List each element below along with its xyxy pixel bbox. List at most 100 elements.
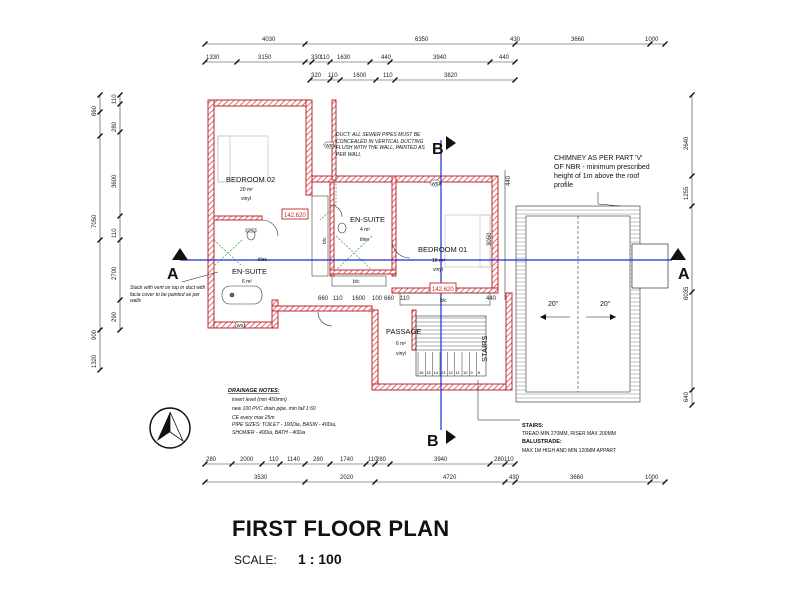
stair-number: 15	[426, 370, 431, 375]
dimension-tick	[117, 327, 123, 333]
dimension-tick	[202, 41, 208, 47]
section-marker-b-bottom: B	[427, 433, 439, 450]
dim-bot2-3: 4720	[443, 475, 457, 481]
passage-area: 6 m²	[396, 341, 406, 347]
scale-value: 1 : 100	[298, 551, 342, 567]
drainage-heading: DRAINAGE NOTES:	[228, 388, 280, 394]
dim-inner-3: 1600	[352, 296, 366, 302]
dim-bot2-1: 3530	[254, 475, 268, 481]
dimension-tick	[373, 77, 379, 83]
wardrobe-label-2: b/c	[353, 279, 360, 285]
dim-top1-3: 430	[510, 37, 521, 43]
roof-pitch-right: 20°	[600, 300, 611, 308]
stairs-name: STAIRS	[480, 335, 489, 362]
dim-top3-1: 320	[311, 73, 322, 79]
dimension-tick	[117, 101, 123, 107]
ensuite-lower-area: 6 m²	[242, 279, 252, 285]
dimension-tick	[502, 479, 508, 485]
bedroom2-floor: vinyl	[241, 196, 251, 202]
dimension-tick	[512, 59, 518, 65]
dimension-tick	[202, 479, 208, 485]
dim-right-5: 640	[684, 391, 690, 402]
window-tag-3: W01	[237, 323, 247, 328]
dimension-tick	[512, 77, 518, 83]
dim-inner-5: 660	[384, 296, 395, 302]
ensuite-upper-name: EN-SUITE	[350, 215, 385, 224]
doors	[261, 204, 411, 327]
dim-left-8: 290	[112, 311, 118, 322]
scale-label: SCALE:	[234, 553, 277, 567]
dimension-tick	[302, 479, 308, 485]
dim-bot1-11: 110	[504, 457, 514, 463]
dim-top2-1: 1330	[206, 55, 220, 61]
dim-inner-9: 3050	[487, 232, 493, 246]
dim-bot2-4: 430	[509, 475, 520, 481]
dim-top3-4: 110	[383, 73, 393, 79]
dimension-tick	[259, 461, 265, 467]
window-tags: W05 W03 W01	[234, 141, 442, 329]
dimension-tick	[327, 77, 333, 83]
dimension-tick	[307, 77, 313, 83]
dimension-tick	[229, 461, 235, 467]
dimension-tick	[302, 41, 308, 47]
dimension-tick	[487, 461, 493, 467]
bedroom1-name: BEDROOM 01	[418, 245, 467, 254]
ensuite-upper-area: 4 m²	[360, 227, 370, 233]
dimension-tick	[647, 41, 653, 47]
dim-top2-4: 110	[320, 55, 330, 61]
dimension-tick	[372, 479, 378, 485]
dim-right-1: 2640	[684, 136, 690, 150]
wardrobe-label-1: b/c	[322, 237, 328, 244]
dim-top2-7: 3940	[433, 55, 447, 61]
ensuite-lower-floor: tiles	[258, 257, 267, 263]
dimension-tick	[97, 109, 103, 115]
stair-number: 14	[434, 370, 439, 375]
page-title: FIRST FLOOR PLAN	[232, 516, 450, 541]
dim-left-7: 2700	[112, 266, 118, 280]
dim-top2-6: 440	[381, 55, 392, 61]
balustrade-heading: BALUSTRADE:	[522, 439, 562, 445]
stairs-text: TREAD MIN 270MM, RISER MAX 200MM	[522, 431, 616, 437]
level-marker-a: 142.620	[284, 213, 306, 219]
dimension-tick	[234, 59, 240, 65]
dimension-tick	[387, 59, 393, 65]
dimension-tick	[117, 92, 123, 98]
dimension-tick	[647, 479, 653, 485]
dim-top3-2: 110	[328, 73, 338, 79]
dim-inner-7: 440	[486, 296, 497, 302]
dim-left-9: 900	[92, 329, 98, 340]
ensuite-upper-floor: tiles	[360, 237, 369, 243]
passage-floor: vinyl	[396, 351, 406, 357]
dimension-tick	[302, 59, 308, 65]
dimension-tick	[689, 92, 695, 98]
dimension-tick	[202, 59, 208, 65]
stairs-notes: STAIRS: TREAD MIN 270MM, RISER MAX 200MM…	[477, 380, 616, 454]
dimension-tick	[689, 289, 695, 295]
dim-inner-4: 100	[372, 296, 383, 302]
dimension-tick	[117, 237, 123, 243]
dimension-tick	[662, 479, 668, 485]
dimension-tick	[512, 461, 518, 467]
dim-bot1-9: 3940	[434, 457, 448, 463]
bedroom1-floor: vinyl	[433, 267, 443, 273]
stair-number: 13	[441, 370, 446, 375]
dimension-tick	[97, 133, 103, 139]
left-dimensions: 660 110 280 3600 110 2700 290 900 1320 7…	[92, 94, 121, 370]
dim-left-5: 3600	[112, 174, 118, 188]
dimension-tick	[97, 327, 103, 333]
section-marker-a-right: A	[678, 266, 690, 283]
dim-bot2-2: 2020	[340, 475, 354, 481]
dimension-tick	[689, 203, 695, 209]
dim-top3-3: 1600	[353, 73, 367, 79]
dim-right-2: 1255	[684, 186, 690, 200]
dim-inner-6: 110	[400, 296, 410, 302]
dim-top2-5: 1630	[337, 55, 351, 61]
dim-top1-2: 6350	[415, 37, 429, 43]
dim-top1-1: 4030	[262, 37, 276, 43]
dim-left-11: 7050	[92, 214, 98, 228]
section-marker-b-top: B	[432, 141, 444, 158]
dimension-tick	[97, 237, 103, 243]
window-tag-2: W03	[432, 181, 442, 186]
